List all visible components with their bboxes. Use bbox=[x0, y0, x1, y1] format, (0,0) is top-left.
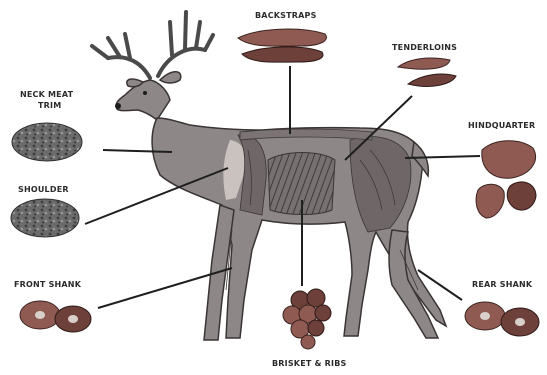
backstraps-cut bbox=[238, 29, 326, 62]
brisket-ribs-cut bbox=[283, 289, 331, 349]
neck-meat-cut bbox=[12, 123, 82, 161]
deer-eye bbox=[143, 91, 147, 95]
rear-shank-cut bbox=[465, 302, 539, 336]
shoulder-cut bbox=[11, 199, 79, 237]
label-rear-shank: REAR SHANK bbox=[472, 280, 533, 289]
label-hindquarter: HINDQUARTER bbox=[468, 121, 535, 130]
deer-ear-right bbox=[160, 72, 181, 83]
antlers bbox=[92, 12, 213, 78]
label-neck-meat-line1: NECK MEAT bbox=[20, 90, 74, 99]
label-brisket-ribs: BRISKET & RIBS bbox=[272, 359, 346, 368]
deer-head bbox=[116, 80, 170, 120]
label-front-shank: FRONT SHANK bbox=[14, 280, 82, 289]
label-backstraps: BACKSTRAPS bbox=[255, 11, 317, 20]
front-shank-cut bbox=[20, 301, 91, 332]
hindquarter-cut bbox=[476, 141, 536, 218]
label-neck-meat-line2: TRIM bbox=[38, 101, 61, 110]
tenderloins-cut bbox=[398, 58, 456, 86]
label-shoulder: SHOULDER bbox=[18, 185, 69, 194]
label-tenderloins: TENDERLOINS bbox=[392, 43, 457, 52]
deer-nose bbox=[115, 103, 121, 109]
